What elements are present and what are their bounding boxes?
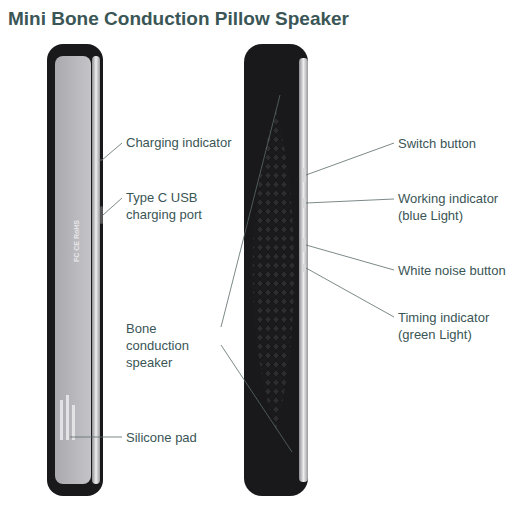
part-label: Bone conduction speaker (126, 320, 221, 371)
part-label: Silicone pad (126, 429, 226, 446)
part-label: Charging indicator (126, 134, 246, 151)
title: Mini Bone Conduction Pillow Speaker (8, 8, 349, 30)
part-label: Working indicator (blue Light) (398, 190, 513, 224)
certification-marks: FC CE RoHS (73, 220, 81, 262)
part-label: Switch button (398, 135, 513, 152)
part-label: Timing indicator (green Light) (398, 309, 513, 343)
part-label: Type C USB charging port (126, 189, 236, 223)
part-label: White noise button (398, 262, 518, 279)
